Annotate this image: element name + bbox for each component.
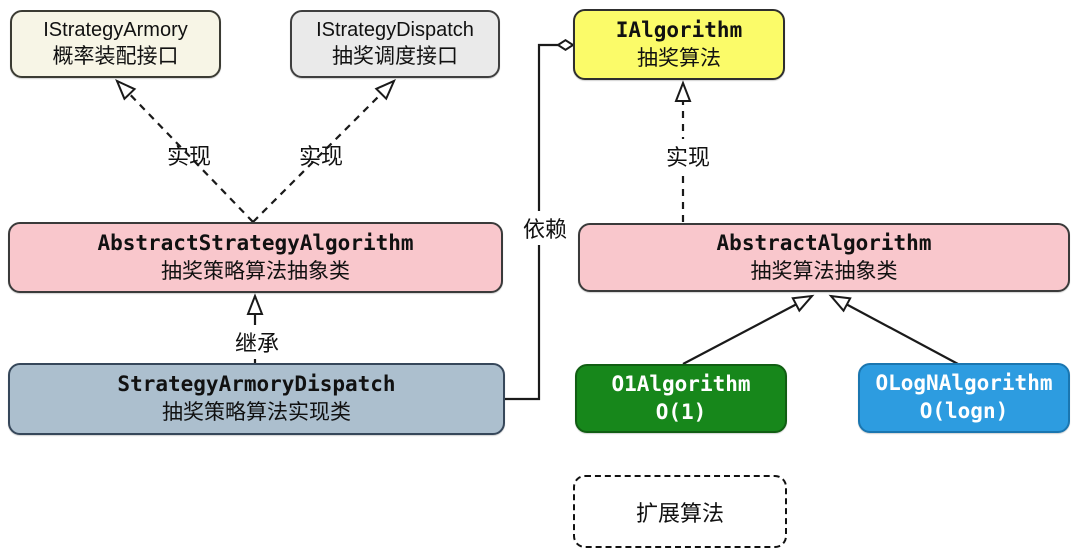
- class-node-strategyarmorydispatch: StrategyArmoryDispatch 抽奖策略算法实现类: [8, 363, 505, 435]
- edge-generalization-o1algorithm: [682, 294, 815, 365]
- edge-label-realization-right: 实现: [661, 139, 715, 173]
- edge-generalization-olognalgorithm: [828, 294, 959, 365]
- class-title: IAlgorithm: [615, 17, 743, 42]
- class-node-ialgorithm: IAlgorithm 抽奖算法: [573, 9, 785, 80]
- class-node-o1algorithm: O1Algorithm O(1): [575, 364, 787, 433]
- class-title: AbstractStrategyAlgorithm: [97, 230, 414, 255]
- class-title: O1Algorithm: [611, 371, 751, 396]
- class-subtitle: 抽奖策略算法实现类: [162, 401, 351, 424]
- class-title: OLogNAlgorithm: [875, 371, 1053, 396]
- class-subtitle: O(1): [655, 399, 707, 424]
- class-node-abstractstrategyalgorithm: AbstractStrategyAlgorithm 抽奖策略算法抽象类: [8, 222, 503, 293]
- edge-label-realization-left: 实现: [166, 144, 212, 169]
- extension-placeholder-box: 扩展算法: [573, 475, 787, 548]
- hollow-diamond-marker: [556, 39, 575, 51]
- class-title: IStrategyArmory: [43, 18, 188, 41]
- edge-realization-istrategyarmory: [115, 79, 254, 223]
- class-title: AbstractAlgorithm: [716, 230, 932, 255]
- class-title: StrategyArmoryDispatch: [117, 372, 396, 397]
- class-subtitle: 概率装配接口: [52, 45, 179, 69]
- edge-label-inheritance: 继承: [230, 325, 284, 359]
- class-node-abstractalgorithm: AbstractAlgorithm 抽奖算法抽象类: [578, 223, 1070, 292]
- class-subtitle: O(logn): [919, 399, 1009, 423]
- edge-label-dependency: 依赖: [518, 211, 572, 245]
- extension-label: 扩展算法: [635, 500, 724, 526]
- class-subtitle: 抽奖算法抽象类: [750, 259, 898, 283]
- class-subtitle: 抽奖调度接口: [332, 45, 458, 69]
- class-node-istrategyarmory: IStrategyArmory 概率装配接口: [10, 10, 221, 78]
- class-subtitle: 抽奖策略算法抽象类: [161, 259, 350, 283]
- class-node-olognalgorithm: OLogNAlgorithm O(logn): [858, 363, 1070, 433]
- class-subtitle: 抽奖算法: [637, 46, 721, 70]
- edge-label-realization-mid: 实现: [298, 144, 344, 169]
- class-node-istrategydispatch: IStrategyDispatch 抽奖调度接口: [290, 10, 500, 78]
- class-title: IStrategyDispatch: [316, 18, 474, 41]
